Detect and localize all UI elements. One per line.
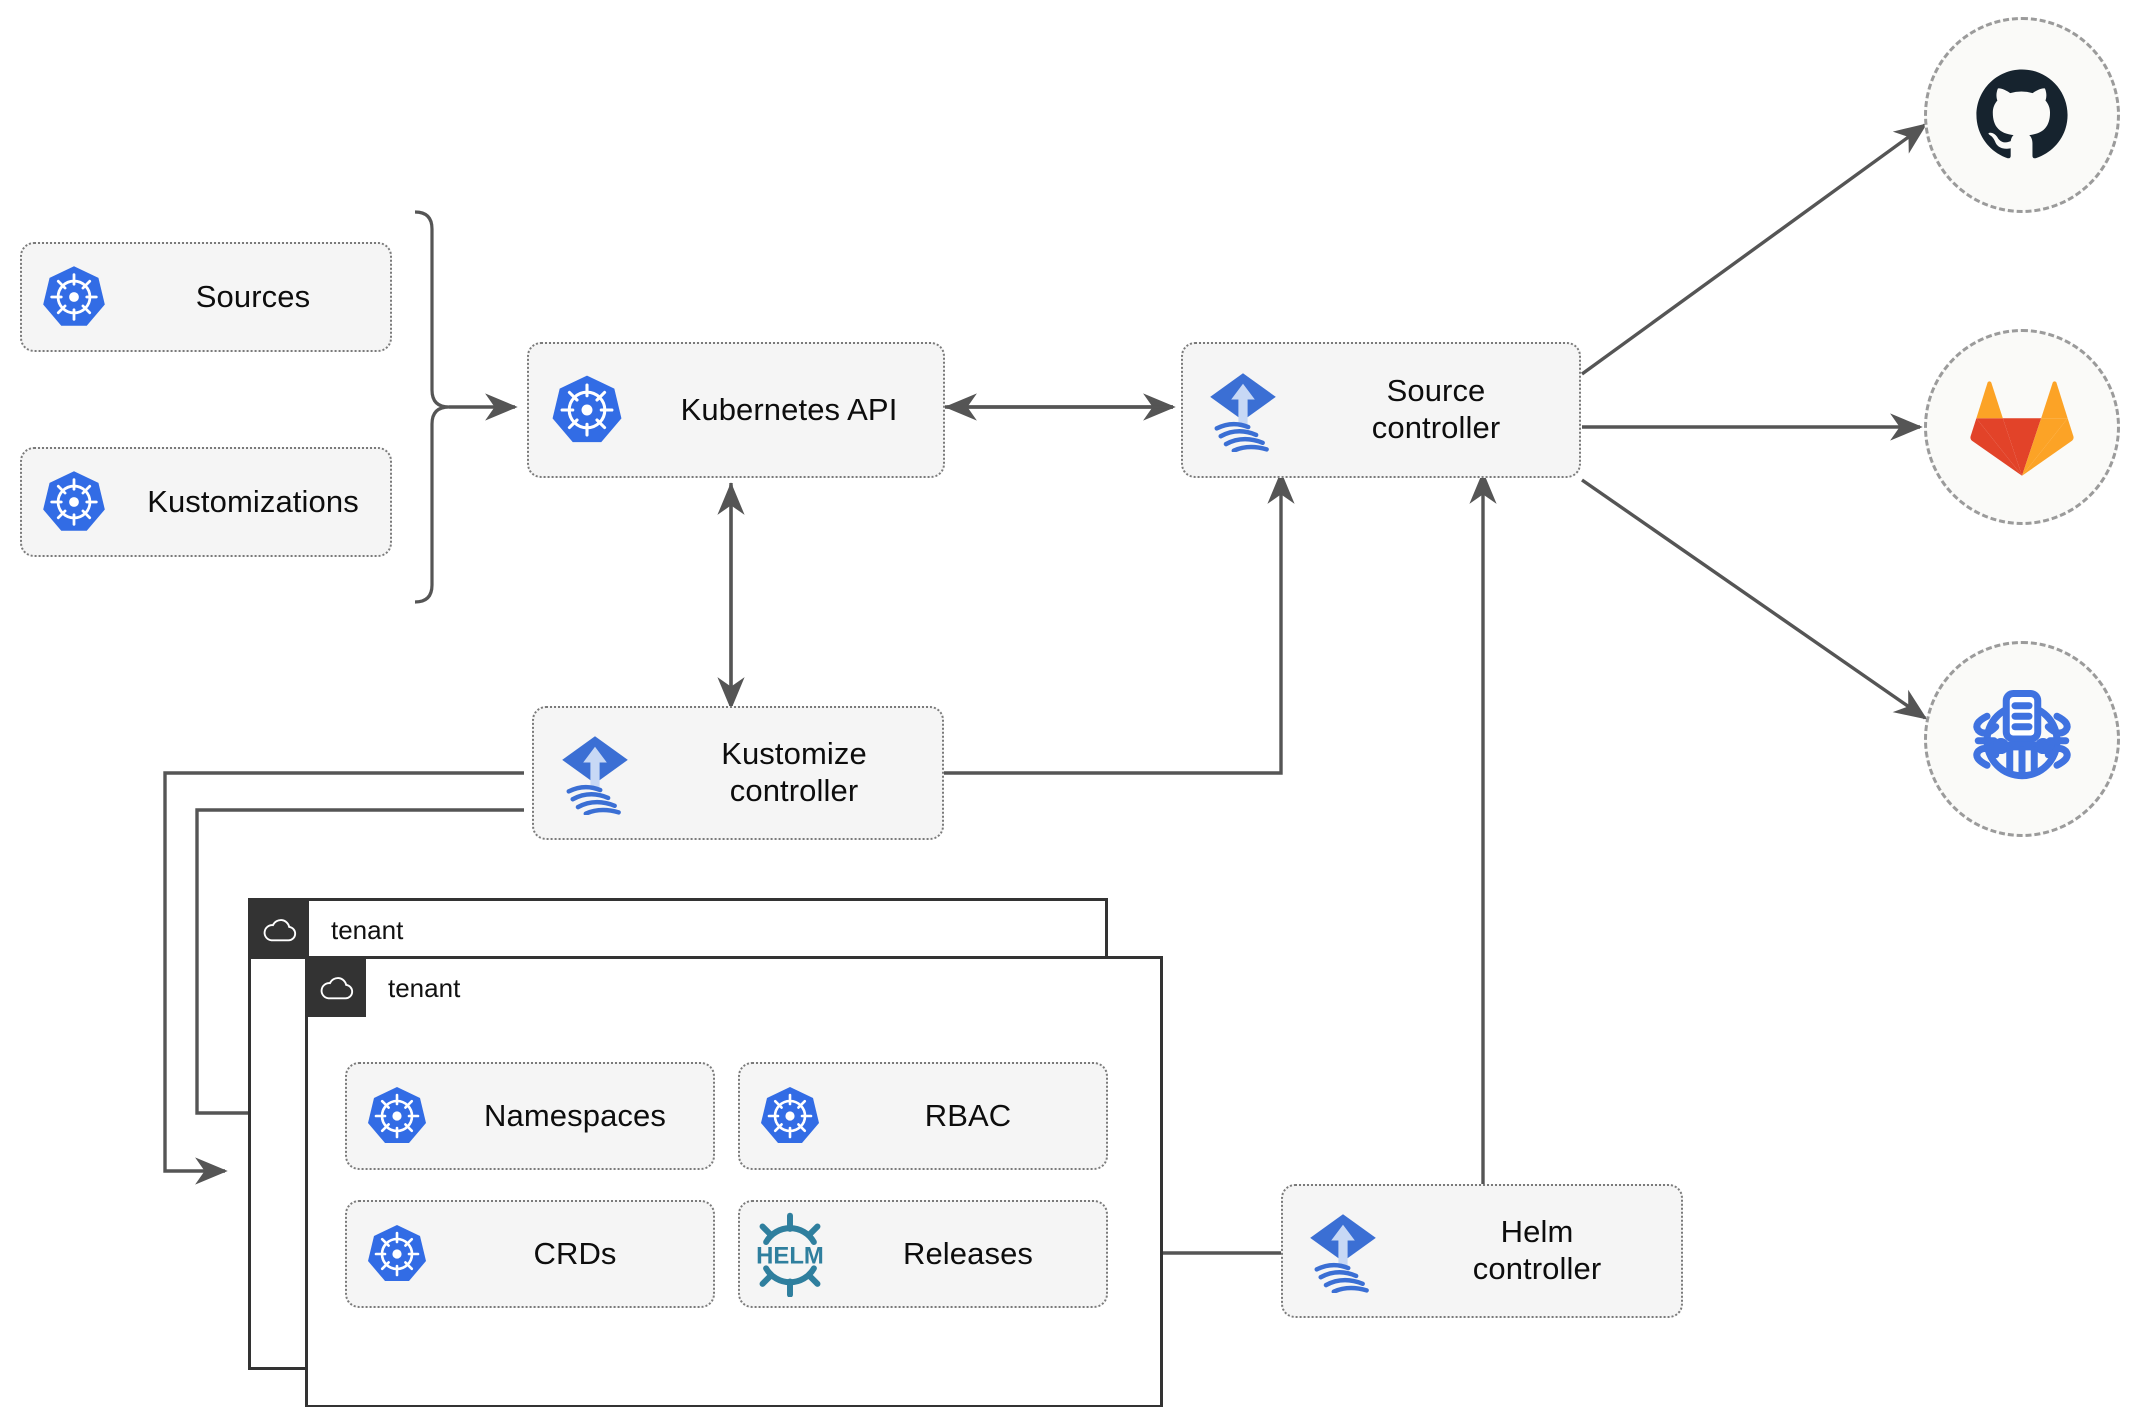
flux-icon bbox=[1183, 342, 1303, 478]
node-label: Kustomize controller bbox=[721, 736, 867, 808]
kubernetes-icon bbox=[347, 1062, 447, 1170]
provider-github[interactable] bbox=[1924, 17, 2120, 213]
tenant-container-front[interactable]: tenant bbox=[305, 956, 1163, 1407]
kubernetes-icon bbox=[740, 1062, 840, 1170]
node-kustomizations[interactable]: Kustomizations bbox=[20, 447, 392, 557]
node-releases[interactable]: HELM Releases bbox=[738, 1200, 1108, 1308]
flux-icon bbox=[1283, 1184, 1403, 1318]
github-icon bbox=[1976, 69, 2068, 159]
tenant-header: tenant bbox=[251, 901, 403, 959]
node-crds[interactable]: CRDs bbox=[345, 1200, 715, 1308]
tenant-label: tenant bbox=[388, 972, 461, 1003]
node-label: Releases bbox=[902, 1235, 1034, 1271]
node-label: Kubernetes API bbox=[680, 391, 898, 427]
provider-helm-repository[interactable] bbox=[1924, 641, 2120, 837]
node-rbac[interactable]: RBAC bbox=[738, 1062, 1108, 1170]
node-label: Helm controller bbox=[1472, 1214, 1602, 1286]
node-label: CRDs bbox=[533, 1235, 617, 1271]
kubernetes-icon bbox=[22, 242, 126, 352]
helm-icon: HELM bbox=[740, 1200, 840, 1308]
node-label: Source controller bbox=[1371, 373, 1501, 445]
kubernetes-icon bbox=[22, 447, 126, 557]
helm-repository-icon bbox=[1973, 690, 2071, 780]
node-label: RBAC bbox=[924, 1097, 1012, 1133]
node-kubernetes-api[interactable]: Kubernetes API bbox=[527, 342, 945, 478]
flux-icon bbox=[534, 706, 656, 840]
node-namespaces[interactable]: Namespaces bbox=[345, 1062, 715, 1170]
cloud-icon bbox=[308, 959, 366, 1017]
node-label: Namespaces bbox=[484, 1097, 666, 1133]
tenant-label: tenant bbox=[331, 914, 404, 945]
node-label: Kustomizations bbox=[147, 483, 359, 519]
tenant-header: tenant bbox=[308, 959, 460, 1017]
kubernetes-icon bbox=[347, 1200, 447, 1308]
helm-wordmark: HELM bbox=[756, 1243, 824, 1270]
node-label: Sources bbox=[195, 278, 311, 314]
node-helm-controller[interactable]: Helm controller bbox=[1281, 1184, 1683, 1318]
gitlab-icon bbox=[1970, 381, 2074, 476]
node-kustomize-controller[interactable]: Kustomize controller bbox=[532, 706, 944, 840]
cloud-icon bbox=[251, 901, 309, 959]
node-source-controller[interactable]: Source controller bbox=[1181, 342, 1581, 478]
node-sources[interactable]: Sources bbox=[20, 242, 392, 352]
provider-gitlab[interactable] bbox=[1924, 329, 2120, 525]
kubernetes-icon bbox=[529, 342, 645, 478]
